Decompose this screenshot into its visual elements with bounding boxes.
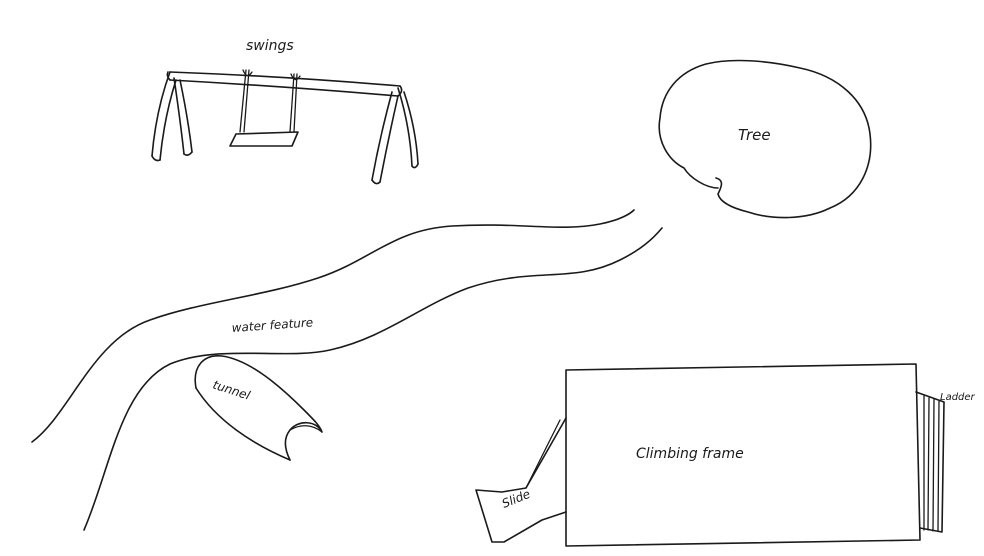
water-feature: water feature [31,209,663,531]
slide-label: Slide [500,487,532,511]
ladder-label: Ladder [940,392,976,403]
swing-set [151,69,419,185]
climbing-frame: Climbing frame [565,363,921,547]
tunnel: tunnel [194,355,323,461]
climbing-frame-label: Climbing frame [636,446,744,462]
tunnel-label: tunnel [211,378,252,403]
ladder: Ladder [915,391,976,533]
slide: Slide [475,417,567,543]
water-feature-label: water feature [231,315,313,335]
swings-label: swings [246,38,294,54]
tree-label: Tree [738,126,771,144]
tree: Tree [658,59,872,219]
